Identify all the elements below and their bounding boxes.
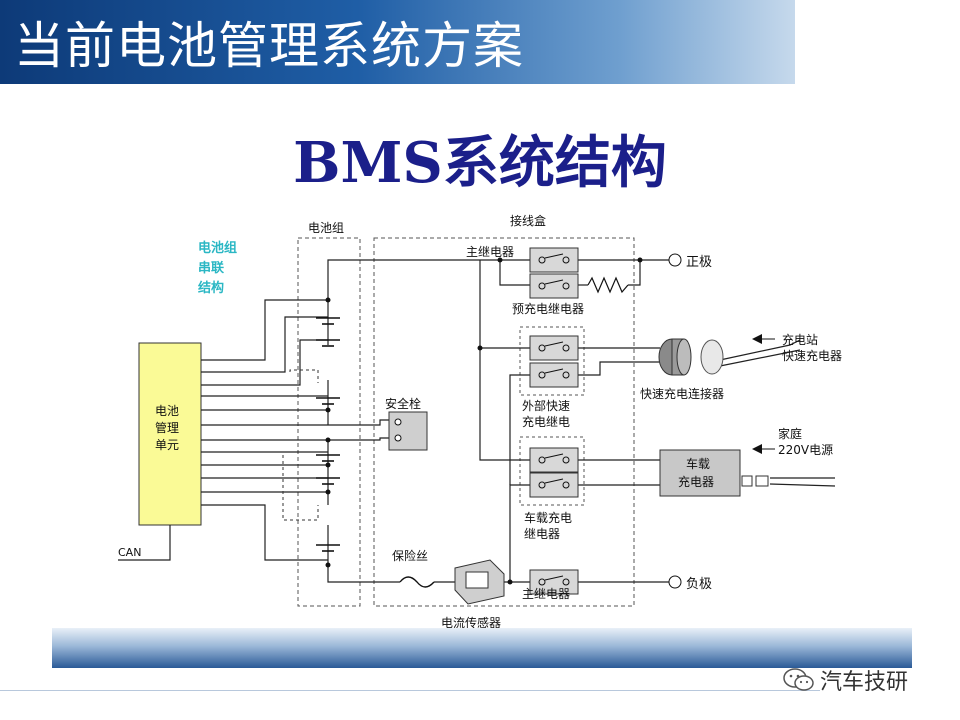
header-title: 当前电池管理系统方案 xyxy=(14,17,524,75)
positive-terminal xyxy=(668,253,682,267)
fast-relay-group xyxy=(519,326,585,396)
fuse-symbol xyxy=(399,576,435,588)
label-safety-plug: 安全栓 xyxy=(385,396,421,411)
footer-rule xyxy=(0,690,820,691)
label-fast-relay-1: 外部快速 xyxy=(522,398,570,413)
relay-main-top xyxy=(529,247,579,273)
label-charging-station-2: 快速充电器 xyxy=(782,348,842,363)
safety-plug xyxy=(388,411,428,451)
label-bmu-1: 电池 xyxy=(155,404,179,418)
label-charging-station-1: 充电站 xyxy=(782,332,818,347)
dashed-links xyxy=(282,369,319,521)
footer-wave xyxy=(52,628,912,668)
onboard-relay-group xyxy=(519,436,585,506)
negative-terminal xyxy=(668,575,682,589)
label-bmu-2: 管理 xyxy=(155,420,179,435)
label-main-relay-top: 主继电器 xyxy=(466,245,514,259)
label-positive: 正极 xyxy=(686,255,712,270)
label-onboard-charger-1: 车载 xyxy=(686,456,710,471)
relay-fast-2 xyxy=(529,362,579,388)
label-fast-connector: 快速充电连接器 xyxy=(640,386,724,401)
battery-pack-box xyxy=(297,237,361,607)
relay-main-bottom xyxy=(529,569,579,595)
label-fast-relay-2: 充电继电 xyxy=(522,414,570,429)
label-onboard-relay-1: 车载充电 xyxy=(524,510,572,525)
header-banner: 当前电池管理系统方案 xyxy=(0,0,795,84)
label-home-2: 220V电源 xyxy=(778,443,833,457)
precharge-resistor xyxy=(587,276,629,294)
bmu-box xyxy=(138,342,202,526)
relay-onboard-2 xyxy=(529,472,579,498)
home-plug-2 xyxy=(755,475,769,487)
relay-onboard-1 xyxy=(529,447,579,473)
junction-dots xyxy=(325,257,643,585)
arrow-home-power xyxy=(752,444,762,454)
label-can: CAN xyxy=(118,546,141,559)
label-series-2: 串联 xyxy=(198,260,224,276)
arrow-charging-station xyxy=(752,334,762,344)
label-onboard-charger-2: 充电器 xyxy=(678,474,714,489)
relay-fast-1 xyxy=(529,335,579,361)
label-battery-pack: 电池组 xyxy=(308,221,344,235)
label-fuse: 保险丝 xyxy=(392,548,428,563)
slide-title: BMS系统结构 xyxy=(293,130,667,196)
label-negative: 负极 xyxy=(686,577,712,592)
fast-connector xyxy=(658,338,724,376)
arrows xyxy=(752,334,775,454)
wechat-icon xyxy=(783,668,814,691)
label-precharge-relay: 预充电继电器 xyxy=(512,301,584,316)
home-plug xyxy=(741,475,753,487)
label-series-1: 电池组 xyxy=(198,240,237,256)
watermark-text: 汽车技研 xyxy=(820,670,909,695)
wiring xyxy=(118,259,836,583)
label-home-1: 家庭 xyxy=(778,426,802,441)
label-current-sensor: 电流传感器 xyxy=(441,615,501,630)
onboard-charger-box xyxy=(659,449,741,497)
junction-box xyxy=(373,237,635,607)
label-junction-box: 接线盒 xyxy=(510,213,546,228)
label-main-relay-bottom: 主继电器 xyxy=(522,587,570,601)
battery-cells xyxy=(316,317,340,552)
label-onboard-relay-2: 继电器 xyxy=(524,527,560,541)
relay-precharge xyxy=(529,273,579,299)
current-sensor xyxy=(454,559,505,605)
label-series-3: 结构 xyxy=(198,280,224,296)
label-bmu-3: 单元 xyxy=(155,438,179,452)
